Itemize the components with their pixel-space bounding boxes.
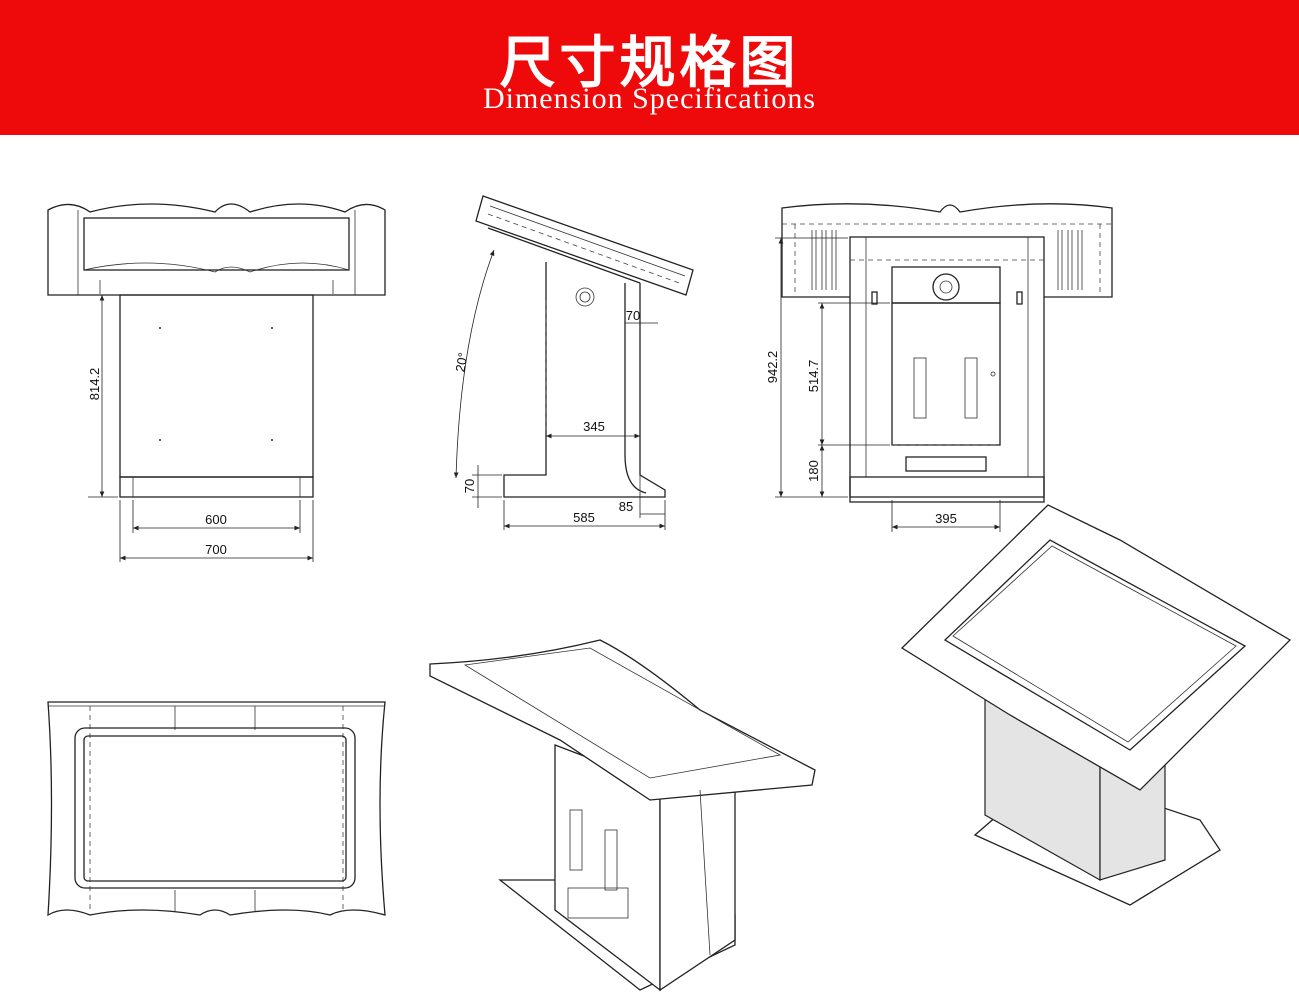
perspective-view <box>429 639 816 992</box>
side-depth-label: 345 <box>583 419 605 434</box>
perspective-view-tilted <box>900 504 1292 906</box>
side-foot-label: 85 <box>619 499 633 514</box>
side-base-depth-label: 585 <box>573 510 595 525</box>
top-view <box>47 701 386 917</box>
technical-drawing: 814.2 600 700 20° 70 345 70 <box>47 195 1292 992</box>
back-base-height-label: 180 <box>806 460 821 482</box>
front-inner-width-label: 600 <box>205 512 227 527</box>
header-banner: 尺寸规格图 Dimension Specifications <box>0 0 1299 135</box>
page-title: 尺寸规格图 <box>499 31 800 96</box>
front-view: 814.2 600 700 <box>47 203 386 562</box>
back-view: 942.2 514.7 180 395 <box>765 203 1113 532</box>
back-cabinet-height-label: 514.7 <box>806 360 821 393</box>
back-total-height-label: 942.2 <box>765 351 780 384</box>
page-subtitle: Dimension Specifications <box>482 82 817 115</box>
side-offset-label: 70 <box>626 308 640 323</box>
side-base-height-label: 70 <box>462 479 477 493</box>
front-height-label: 814.2 <box>87 368 102 401</box>
front-outer-width-label: 700 <box>205 542 227 557</box>
back-cabinet-width-label: 395 <box>935 511 957 526</box>
side-view: 20° 70 345 70 585 85 <box>452 195 694 530</box>
side-angle-label: 20° <box>452 351 470 373</box>
